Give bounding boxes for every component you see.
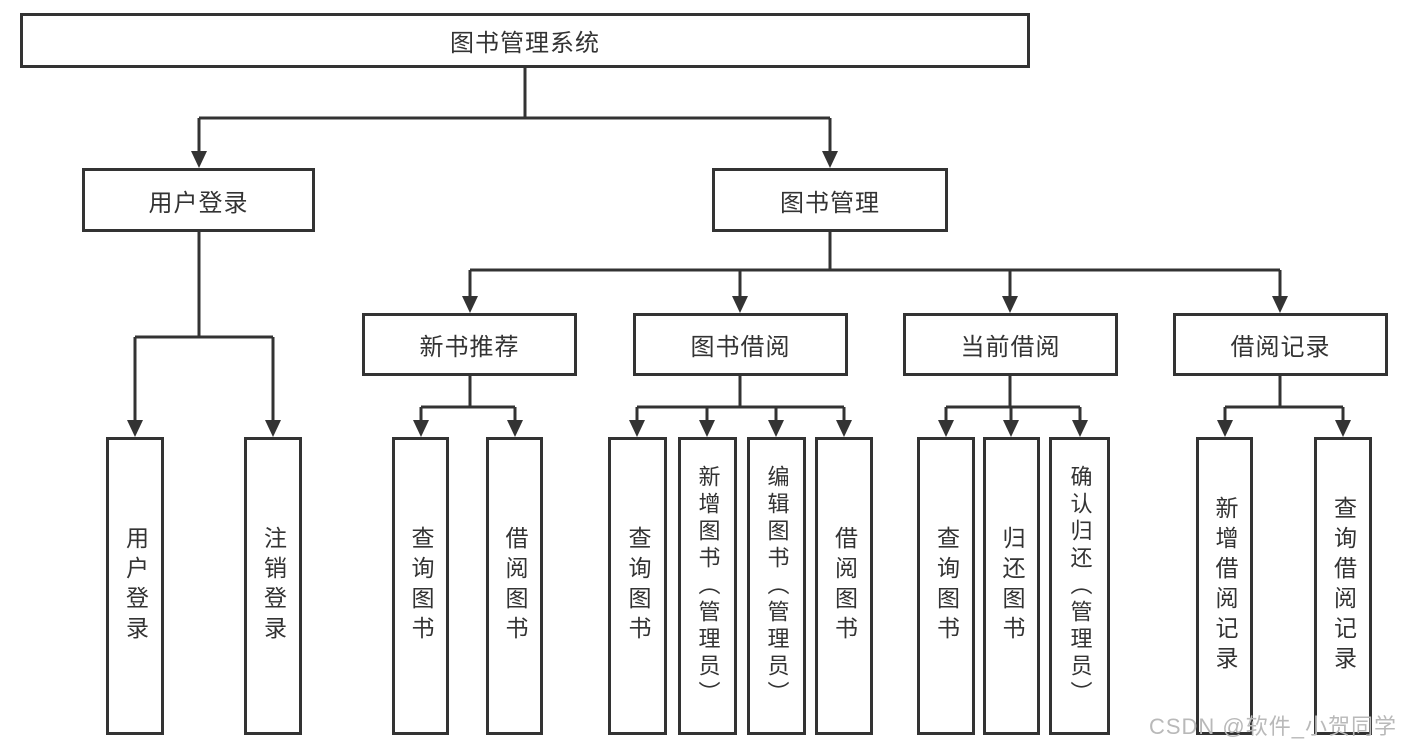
leaf-borrow-book-recommend: 借阅图书	[486, 437, 543, 735]
leaf-return-book: 归还图书	[983, 437, 1040, 735]
leaf-add-book-admin-label: 新增图书（管理员）	[695, 464, 721, 708]
node-user-login: 用户登录	[82, 168, 315, 232]
leaf-query-book-borrow: 查询图书	[608, 437, 667, 735]
leaf-user-login: 用户登录	[106, 437, 164, 735]
leaf-logout-login: 注销登录	[244, 437, 302, 735]
leaf-borrow-book-label: 借阅图书	[831, 526, 858, 646]
node-new-book-recommend: 新书推荐	[362, 313, 577, 376]
leaf-query-borrow-record-label: 查询借阅记录	[1330, 496, 1357, 676]
leaf-query-book-recommend: 查询图书	[392, 437, 449, 735]
connector-book-borrow	[635, 376, 846, 422]
leaf-edit-book-admin-label: 编辑图书（管理员）	[764, 464, 790, 708]
leaf-query-book-borrow-label: 查询图书	[625, 526, 651, 646]
leaf-user-login-label: 用户登录	[122, 526, 149, 646]
node-book-management: 图书管理	[712, 168, 948, 232]
connector-user-login	[133, 232, 275, 422]
connector-new-book-recommend	[419, 376, 517, 422]
leaf-confirm-return-admin-label: 确认归还（管理员）	[1067, 464, 1093, 708]
leaf-borrow-book-recommend-label: 借阅图书	[502, 526, 528, 646]
node-borrow-records: 借阅记录	[1173, 313, 1388, 376]
leaf-logout-login-label: 注销登录	[260, 526, 287, 646]
node-book-borrow: 图书借阅	[633, 313, 848, 376]
leaf-add-book-admin: 新增图书（管理员）	[678, 437, 737, 735]
leaf-edit-book-admin: 编辑图书（管理员）	[747, 437, 806, 735]
arrowheads	[127, 151, 1351, 437]
connector-borrow-records	[1223, 376, 1345, 422]
leaf-borrow-book: 借阅图书	[815, 437, 873, 735]
leaf-add-borrow-record-label: 新增借阅记录	[1212, 496, 1238, 676]
connector-current-borrow	[944, 376, 1082, 422]
node-current-borrow: 当前借阅	[903, 313, 1118, 376]
connector-root	[197, 68, 832, 153]
leaf-query-book-current: 查询图书	[917, 437, 975, 735]
leaf-query-book-current-label: 查询图书	[933, 526, 960, 646]
leaf-return-book-label: 归还图书	[999, 526, 1025, 646]
leaf-add-borrow-record: 新增借阅记录	[1196, 437, 1253, 735]
connector-book-management	[468, 232, 1282, 298]
csdn-watermark: CSDN @软件_小贺同学	[1148, 714, 1397, 739]
leaf-confirm-return-admin: 确认归还（管理员）	[1049, 437, 1110, 735]
node-library-management-system: 图书管理系统	[20, 13, 1030, 68]
leaf-query-borrow-record: 查询借阅记录	[1314, 437, 1372, 735]
leaf-query-book-recommend-label: 查询图书	[408, 526, 434, 646]
